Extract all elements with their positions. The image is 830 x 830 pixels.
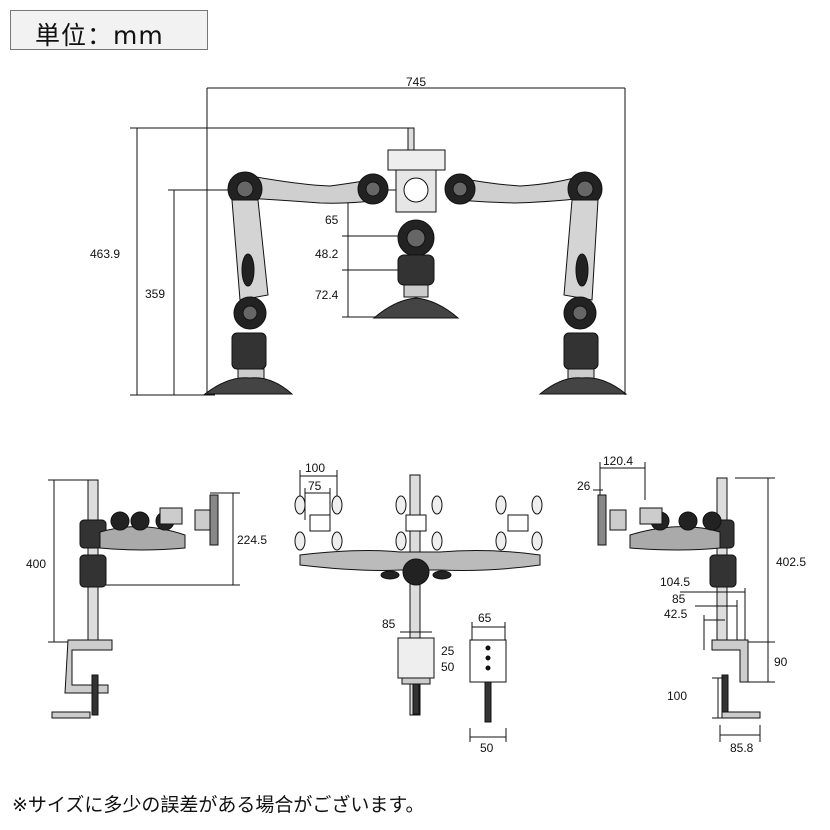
left-pole-height-label: 400 (26, 557, 46, 571)
front-arm-height-label: 359 (145, 287, 165, 301)
clamp-w2-label: 85 (672, 592, 686, 606)
right-side-view-labels: 120.4 26 402.5 104.5 85 42.5 90 100 85.8 (577, 454, 806, 755)
unit-label: 単位：mm (35, 21, 164, 50)
front-view (130, 87, 628, 396)
front-overall-height-label: 463.9 (90, 247, 120, 261)
front-width-label: 745 (406, 75, 426, 89)
unit-label-box: 単位：mm (10, 10, 208, 50)
clamp-base-label: 85.8 (730, 741, 754, 755)
clamp-w1-label: 104.5 (660, 575, 690, 589)
plate-width-label: 65 (478, 611, 492, 625)
vesa-outer-label: 100 (305, 461, 325, 475)
hole-spacing-b-label: 50 (441, 660, 455, 674)
hole-spacing-a-label: 25 (441, 644, 455, 658)
top-view (294, 470, 543, 742)
left-side-view-labels: 400 224.5 (26, 533, 267, 571)
top-view-labels: 100 75 85 65 25 50 50 (305, 461, 494, 755)
front-gap-mid-label: 48.2 (315, 247, 339, 261)
footnote: ※サイズに多少の誤差がある場合がございます。 (12, 794, 425, 816)
clamp-w3-label: 42.5 (664, 607, 688, 621)
clamp-height-label: 90 (774, 655, 788, 669)
right-pole-height-label: 402.5 (776, 555, 806, 569)
arm-reach-label: 120.4 (603, 454, 633, 468)
right-side-view (593, 462, 775, 742)
front-view-labels: 745 463.9 359 65 48.2 72.4 (90, 75, 426, 302)
plate-bottom-label: 50 (480, 741, 494, 755)
clamp-offset-label: 85 (382, 617, 396, 631)
left-side-view (48, 479, 240, 719)
clamp-opening-label: 100 (667, 689, 687, 703)
left-reach-height-label: 224.5 (237, 533, 267, 547)
head-depth-label: 26 (577, 479, 591, 493)
front-gap-bottom-label: 72.4 (315, 288, 339, 302)
front-gap-top-label: 65 (325, 213, 339, 227)
vesa-inner-label: 75 (308, 479, 322, 493)
